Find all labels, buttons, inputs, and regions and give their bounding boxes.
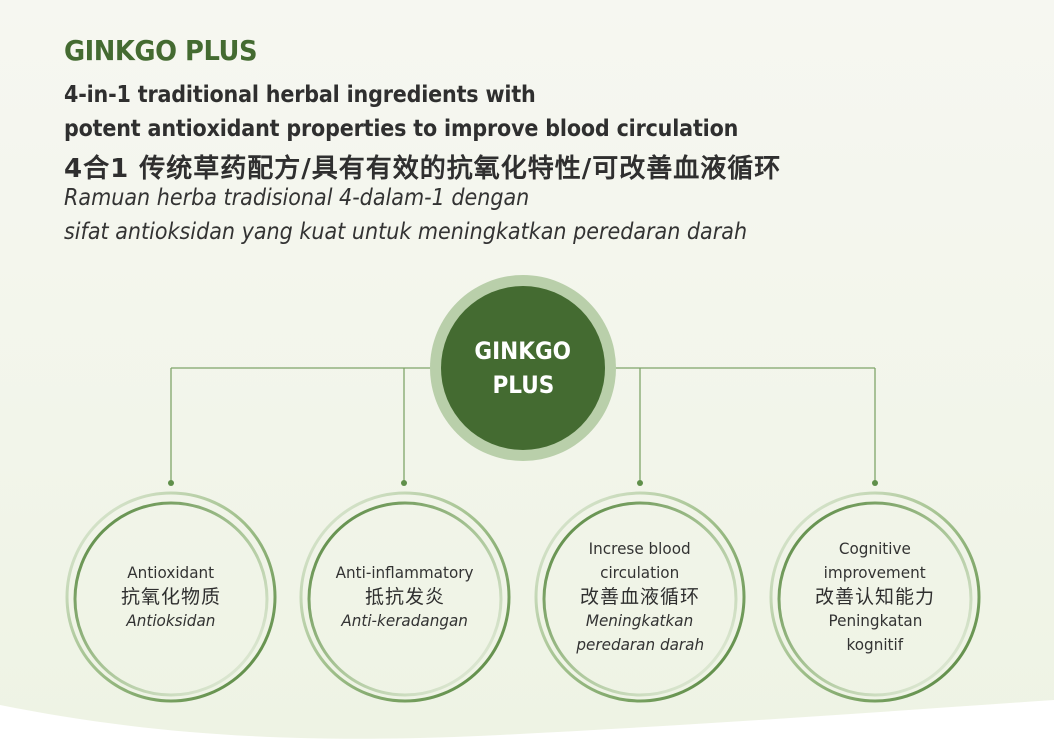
benefit-circle-antioxidant: Antioxidant 抗氧化物质 Antioksidan [64, 490, 278, 704]
center-node-ginkgo-plus: GINKGO PLUS [430, 275, 616, 461]
benefit-label-zh: 改善认知能力 [814, 586, 935, 608]
benefit-circle-blood-circulation: Increse blood circulation 改善血液循环 Meningk… [533, 490, 747, 704]
tagline-malay-line-2: sifat antioksidan yang kuat untuk mening… [64, 219, 748, 245]
connector-dot-4 [872, 480, 878, 486]
double-ring-icon [299, 491, 511, 703]
benefit-label-en-line-2: improvement [823, 563, 926, 582]
benefit-circle-anti-inflammatory: Anti-inflammatory 抵抗发炎 Anti-keradangan [298, 490, 512, 704]
benefit-text: Anti-inflammatory 抵抗发炎 Anti-keradangan [298, 490, 512, 704]
tagline-english-line-1: 4-in-1 traditional herbal ingredients wi… [64, 82, 536, 108]
benefit-label-zh: 抵抗发炎 [364, 586, 445, 608]
connector-dot-1 [168, 480, 174, 486]
connector-dot-2 [401, 480, 407, 486]
benefit-label-ms-line-1: Peningkatan [828, 611, 922, 630]
benefit-label-ms-line-2: peredaran darah [576, 635, 704, 654]
benefit-text: Increse blood circulation 改善血液循环 Meningk… [533, 490, 747, 704]
benefit-text: Cognitive improvement 改善认知能力 Peningkatan… [768, 490, 982, 704]
benefit-circle-cognitive: Cognitive improvement 改善认知能力 Peningkatan… [768, 490, 982, 704]
benefit-label-ms: Anti-keradangan [341, 611, 469, 630]
benefit-label-ms-line-2: kognitif [846, 635, 904, 654]
benefit-label-en-line-2: circulation [600, 563, 680, 582]
benefit-label-zh: 改善血液循环 [579, 586, 700, 608]
center-node-inner: GINKGO PLUS [441, 286, 605, 450]
connector-dot-3 [637, 480, 643, 486]
benefit-label-en: Anti-inflammatory [336, 563, 474, 582]
benefit-label-en-line-1: Cognitive [839, 539, 911, 558]
tagline-chinese: 4合1 传统草药配方/具有有效的抗氧化特性/可改善血液循环 [64, 154, 782, 184]
center-node-line-1: GINKGO [474, 337, 572, 365]
benefit-label-en: Antioxidant [127, 563, 215, 582]
double-ring-icon [534, 491, 746, 703]
double-ring-icon [769, 491, 981, 703]
benefit-label-ms-line-1: Meningkatkan [586, 611, 694, 630]
benefit-label-zh: 抗氧化物质 [120, 586, 221, 608]
brand-title: GINKGO PLUS [64, 34, 258, 67]
benefit-label-ms: Antioksidan [126, 611, 216, 630]
benefit-text: Antioxidant 抗氧化物质 Antioksidan [64, 490, 278, 704]
double-ring-icon [65, 491, 277, 703]
benefit-label-en-line-1: Increse blood [589, 539, 691, 558]
center-node-line-2: PLUS [492, 371, 554, 399]
tagline-english-line-2: potent antioxidant properties to improve… [64, 116, 739, 142]
tagline-malay-line-1: Ramuan herba tradisional 4-dalam-1 denga… [64, 185, 530, 211]
